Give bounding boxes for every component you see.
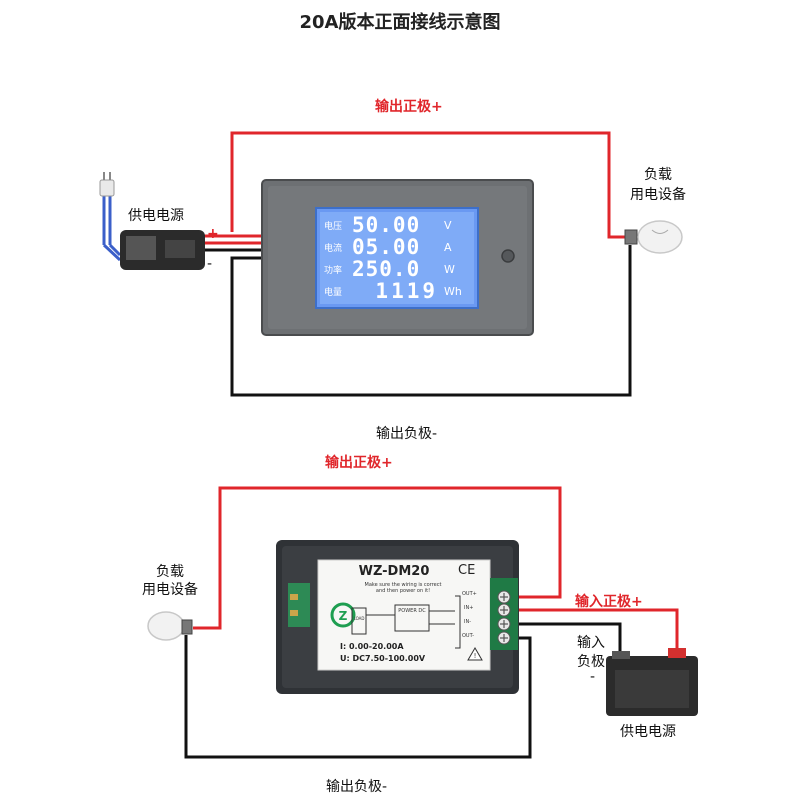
diagram-title: 20A版本正面接线示意图 xyxy=(299,12,501,33)
bottom-load-bulb xyxy=(147,611,193,641)
bottom-in-positive-label: 输入正极+ xyxy=(575,594,643,610)
label-out-plus: OUT+ xyxy=(462,591,477,597)
lcd-power-unit: W xyxy=(444,262,455,276)
top-power-adapter xyxy=(99,172,205,270)
bottom-supply-label: 供电电源 xyxy=(620,724,676,740)
lcd-current-unit: A xyxy=(444,240,452,254)
label-load: LOAD xyxy=(353,616,365,621)
bottom-out-negative-label: 输出负极- xyxy=(326,779,388,795)
top-lcd-display: 电压 50.00 V 电流 05.00 A 功率 250.0 W 电量 1119… xyxy=(324,213,472,303)
svg-text:!: ! xyxy=(474,652,477,660)
label-ce-mark: CE xyxy=(458,563,476,578)
bottom-in-positive-wire xyxy=(507,608,679,652)
bottom-out-positive-label: 输出正极+ xyxy=(325,455,393,471)
top-load-bulb xyxy=(624,220,683,254)
bottom-in-negative-wire xyxy=(507,622,622,655)
top-minus-sign: - xyxy=(207,256,213,272)
lcd-voltage-label: 电压 xyxy=(324,221,343,232)
bottom-out-positive-wire xyxy=(193,486,562,630)
brand-logo xyxy=(330,602,356,628)
label-out-minus: OUT- xyxy=(462,633,474,639)
battery xyxy=(606,648,698,716)
bottom-out-negative-wire xyxy=(184,635,532,759)
bottom-in-negative-label-1: 输入 xyxy=(577,635,605,651)
bottom-in-negative-label-3: - xyxy=(590,669,596,685)
label-note: Make sure the wiring is correct and then… xyxy=(348,582,458,594)
lcd-power-label: 功率 xyxy=(324,265,343,276)
top-out-positive-wire xyxy=(230,131,626,239)
top-load-label-1: 负载 xyxy=(644,167,672,183)
label-load-box xyxy=(351,607,367,635)
top-out-negative-label: 输出负极- xyxy=(376,426,438,442)
label-power-box xyxy=(394,604,430,632)
top-load-label-2: 用电设备 xyxy=(630,187,686,203)
bottom-in-negative-label-2: 负极 xyxy=(577,654,605,670)
svg-text:Z: Z xyxy=(339,609,348,623)
warning-icon xyxy=(467,647,483,661)
lcd-energy-label: 电量 xyxy=(324,287,343,298)
bottom-load-label-1: 负载 xyxy=(156,564,184,580)
bottom-load-label-2: 用电设备 xyxy=(142,582,198,598)
lcd-voltage-unit: V xyxy=(444,218,452,232)
top-out-negative-wire xyxy=(230,245,632,397)
top-meter-button xyxy=(501,249,515,263)
label-voltage-range: U: DC7.50-100.00V xyxy=(340,654,426,663)
lcd-power-value: 250.0 xyxy=(352,257,421,281)
label-in-minus: IN- xyxy=(464,619,472,625)
label-power-dc: POWER DC xyxy=(398,608,426,614)
top-out-positive-label: 输出正极+ xyxy=(375,99,443,115)
bottom-meter: Z ! xyxy=(276,540,519,694)
lcd-energy-value: 1119 xyxy=(375,279,438,303)
label-current-range: I: 0.00-20.00A xyxy=(340,642,404,651)
top-supply-label: 供电电源 xyxy=(128,208,184,224)
lcd-voltage-value: 50.00 xyxy=(352,213,421,237)
lcd-current-value: 05.00 xyxy=(352,235,421,259)
label-model: WZ-DM20 xyxy=(358,564,430,579)
lcd-current-label: 电流 xyxy=(324,243,343,254)
top-plus-sign: + xyxy=(207,226,219,242)
top-meter xyxy=(261,179,534,336)
label-note-line2: and then power on it! xyxy=(375,588,431,594)
label-note-line1: Make sure the wiring is correct xyxy=(364,582,442,588)
label-in-plus: IN+ xyxy=(464,605,474,611)
lcd-energy-unit: Wh xyxy=(444,284,462,298)
